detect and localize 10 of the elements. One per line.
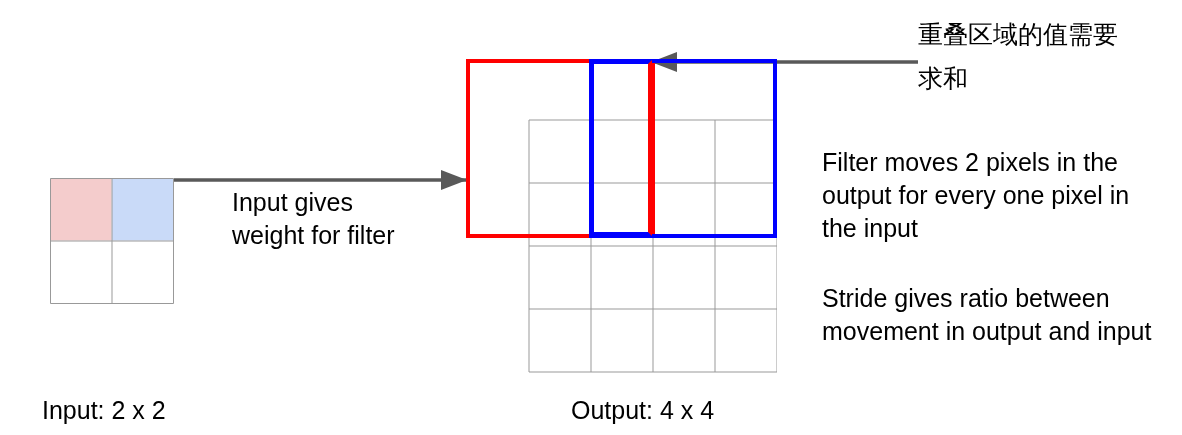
overlap-region [590,60,652,236]
grid-caption: Output: 4 x 4 [571,395,715,426]
input-grid-drawing [50,178,174,304]
grid-caption: Input: 2 x 2 [42,395,166,426]
annotation-text: 重叠区域的值需要求和 [918,12,1128,92]
note-text: Input gives weight for filter [232,187,396,251]
output-grid-drawing [466,59,777,373]
note-text: Stride gives ratio between movement in output and input [822,283,1153,347]
arrow [174,170,467,190]
note-text: Filter moves 2 pixels in the output for every one pixel in the input [822,147,1131,244]
